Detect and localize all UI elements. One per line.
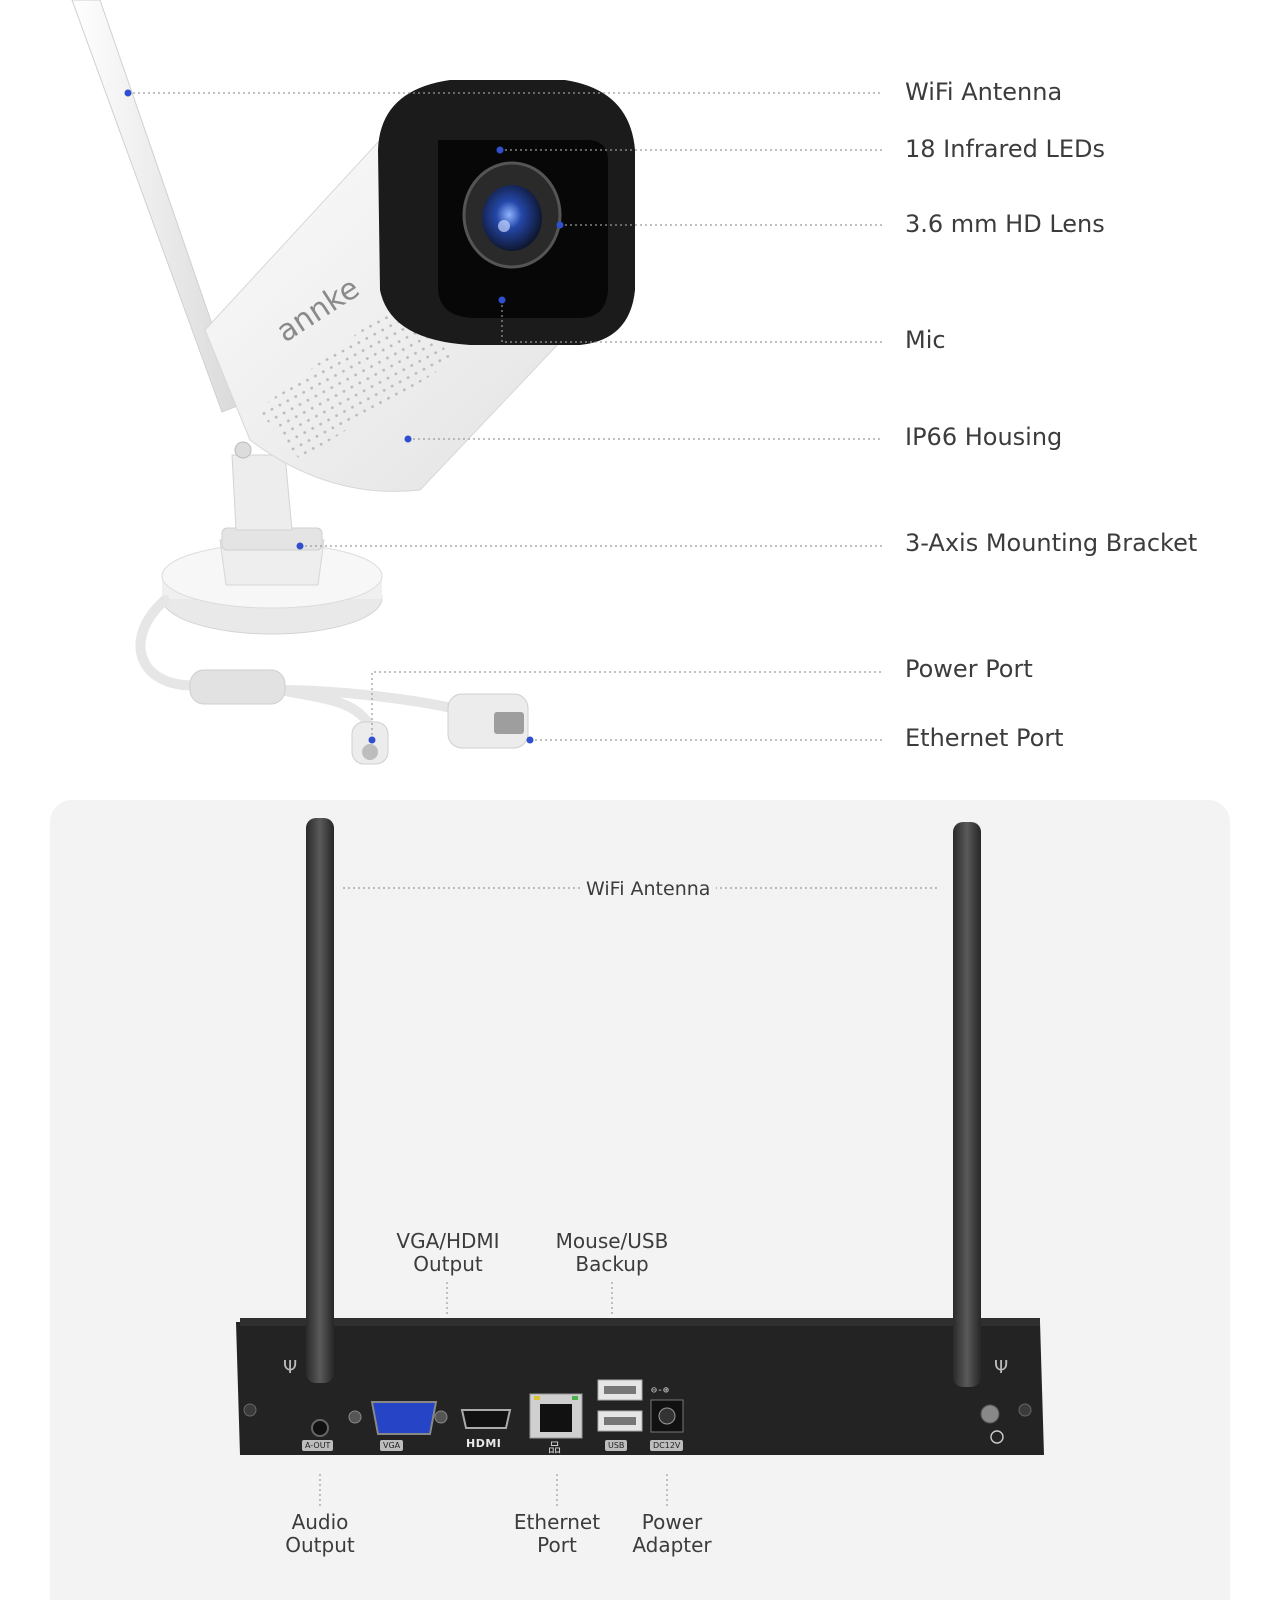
nvr-ports: ⊖-⊕ 品 (311, 1379, 684, 1456)
port-tag-dc: DC12V (650, 1440, 684, 1451)
camera-cable (135, 595, 529, 765)
port-tag-vga: VGA (380, 1440, 404, 1451)
nvr-label-wifi-antenna: WiFi Antenna (580, 878, 717, 900)
port-tag-usb: USB (605, 1440, 628, 1451)
label-wifi-antenna: WiFi Antenna (905, 78, 1063, 106)
camera-body: annke (204, 80, 635, 492)
label-power-port: Power Port (905, 655, 1033, 683)
label-mic: Mic (905, 326, 946, 354)
mounting-bracket (161, 441, 383, 635)
svg-text:⊖-⊕: ⊖-⊕ (651, 1385, 669, 1396)
label-ip66-housing: IP66 Housing (905, 423, 1063, 451)
nvr-antenna-right (953, 822, 981, 1387)
svg-text:Ψ: Ψ (283, 1357, 297, 1378)
label-mounting-bracket: 3-Axis Mounting Bracket (905, 529, 1198, 557)
nvr-antenna-left (306, 818, 334, 1383)
label-ethernet-port: Ethernet Port (905, 724, 1064, 752)
camera-leader-lines (128, 92, 883, 741)
port-tag-audio: A-OUT (302, 1440, 334, 1451)
camera-illustration: annke (71, 0, 883, 765)
label-hd-lens: 3.6 mm HD Lens (905, 210, 1105, 238)
label-infrared-leds: 18 Infrared LEDs (905, 135, 1105, 163)
svg-text:Ψ: Ψ (994, 1357, 1008, 1378)
nvr-port-leaders (319, 1282, 668, 1506)
port-tag-hdmi: HDMI (466, 1437, 502, 1450)
svg-text:品: 品 (548, 1441, 561, 1456)
camera-callout-dots (124, 89, 564, 744)
nvr-panel (50, 800, 1230, 1600)
